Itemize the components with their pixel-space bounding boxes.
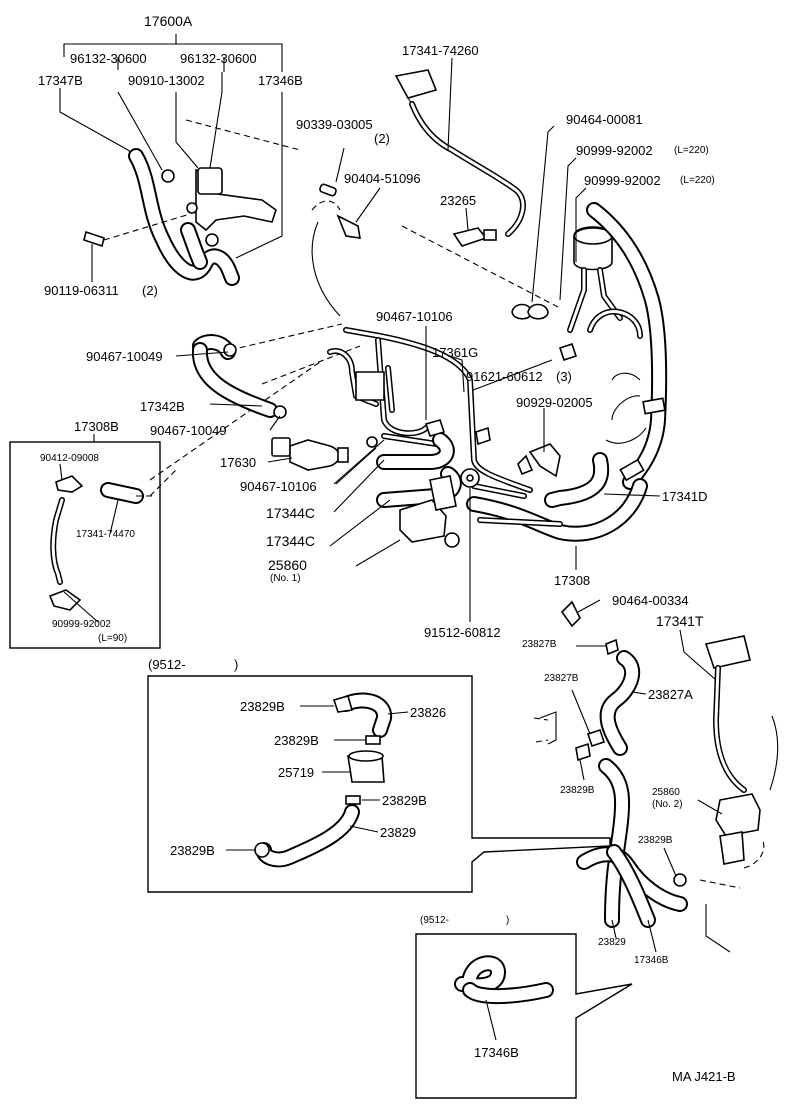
label-17346B-top: 17346B xyxy=(258,73,303,88)
label-23827A: 23827A xyxy=(648,687,693,702)
label-17341-74470: 17341-74470 xyxy=(76,529,135,540)
label-17342B: 17342B xyxy=(140,399,185,414)
label-25719: 25719 xyxy=(278,765,315,780)
label-23827B-b: 23827B xyxy=(544,673,579,684)
fittings-90339-90404 xyxy=(311,147,381,317)
box-17308B xyxy=(9,434,161,649)
label-17344C-a: 17344C xyxy=(266,505,316,521)
left-hose-17342B xyxy=(175,334,378,485)
label-23826: 23826 xyxy=(410,705,447,720)
label-9512-b-end: ) xyxy=(506,915,510,926)
label-25860-no1: 25860 xyxy=(268,557,307,573)
label-90999-a: 90999-92002 xyxy=(576,143,653,158)
vsv-25860-no1 xyxy=(355,468,480,622)
label-9512-a-end: ) xyxy=(234,657,239,672)
label-17347B: 17347B xyxy=(38,73,83,88)
lower-hoses xyxy=(533,599,779,953)
label-23829B-2: 23829B xyxy=(274,733,319,748)
label-96132-a: 96132-30600 xyxy=(70,51,147,66)
label-91512: 91512-60812 xyxy=(424,625,501,640)
label-23829-box: 23829 xyxy=(380,825,417,840)
label-90467-10106-b: 90467-10106 xyxy=(240,479,317,494)
label-90339: 90339-03005 xyxy=(296,117,373,132)
label-23829B-1: 23829B xyxy=(240,699,285,714)
label-90464-00334: 90464-00334 xyxy=(612,593,689,608)
right-reservoir-group xyxy=(467,125,668,490)
label-90999-b-len: (L=220) xyxy=(680,175,715,186)
box-9512-fuel-filter xyxy=(147,675,611,893)
label-91621-qty: (3) xyxy=(556,369,572,384)
label-23829B-6: 23829B xyxy=(638,835,673,846)
label-90999-b: 90999-92002 xyxy=(584,173,661,188)
label-25860-no2-sub: (No. 2) xyxy=(652,799,683,810)
label-9512-a: (9512- xyxy=(148,657,186,672)
label-23827B-a: 23827B xyxy=(522,639,557,650)
label-90119-qty: (2) xyxy=(142,283,158,298)
label-17361G: 17361G xyxy=(432,345,479,360)
label-17346B-box: 17346B xyxy=(474,1045,519,1060)
label-17308: 17308 xyxy=(554,573,591,588)
label-17600A: 17600A xyxy=(144,13,193,29)
box-9512-hose-17346B xyxy=(415,933,633,1099)
label-17346B-right: 17346B xyxy=(634,955,669,966)
label-90119: 90119-06311 xyxy=(44,283,119,298)
label-90929: 90929-02005 xyxy=(516,395,593,410)
label-90467-10106-a: 90467-10106 xyxy=(376,309,453,324)
label-90467-10049-b: 90467-10049 xyxy=(150,423,227,438)
label-90464-00081: 90464-00081 xyxy=(566,112,643,127)
label-23829B-5: 23829B xyxy=(560,785,595,796)
vsv-assembly-17600A xyxy=(59,34,301,286)
diagram-code: MA J421-B xyxy=(672,1069,736,1084)
label-23265: 23265 xyxy=(440,193,477,208)
label-17308B: 17308B xyxy=(74,419,119,434)
label-90339-qty: (2) xyxy=(374,131,390,146)
hose-17341-74260 xyxy=(394,57,561,309)
label-90999-c-len: (L=90) xyxy=(98,633,128,644)
label-17630: 17630 xyxy=(220,455,257,470)
label-90404: 90404-51096 xyxy=(344,171,421,186)
label-90910: 90910-13002 xyxy=(128,73,205,88)
label-96132-b: 96132-30600 xyxy=(180,51,257,66)
label-90999-a-len: (L=220) xyxy=(674,145,709,156)
label-17341D: 17341D xyxy=(662,489,708,504)
label-23829: 23829 xyxy=(598,937,626,948)
label-25860-no1-sub: (No. 1) xyxy=(270,573,301,584)
label-17341T: 17341T xyxy=(656,613,704,629)
label-17341-74260: 17341-74260 xyxy=(402,43,479,58)
label-91621: 91621-60612 xyxy=(466,369,543,384)
label-90467-10049-a: 90467-10049 xyxy=(86,349,163,364)
label-9512-b: (9512- xyxy=(420,915,449,926)
label-23829B-4: 23829B xyxy=(170,843,215,858)
label-23829B-3: 23829B xyxy=(382,793,427,808)
label-90412: 90412-09008 xyxy=(40,453,99,464)
label-90999-c: 90999-92002 xyxy=(52,619,111,630)
label-25860-no2: 25860 xyxy=(652,787,680,798)
label-17344C-b: 17344C xyxy=(266,533,316,549)
